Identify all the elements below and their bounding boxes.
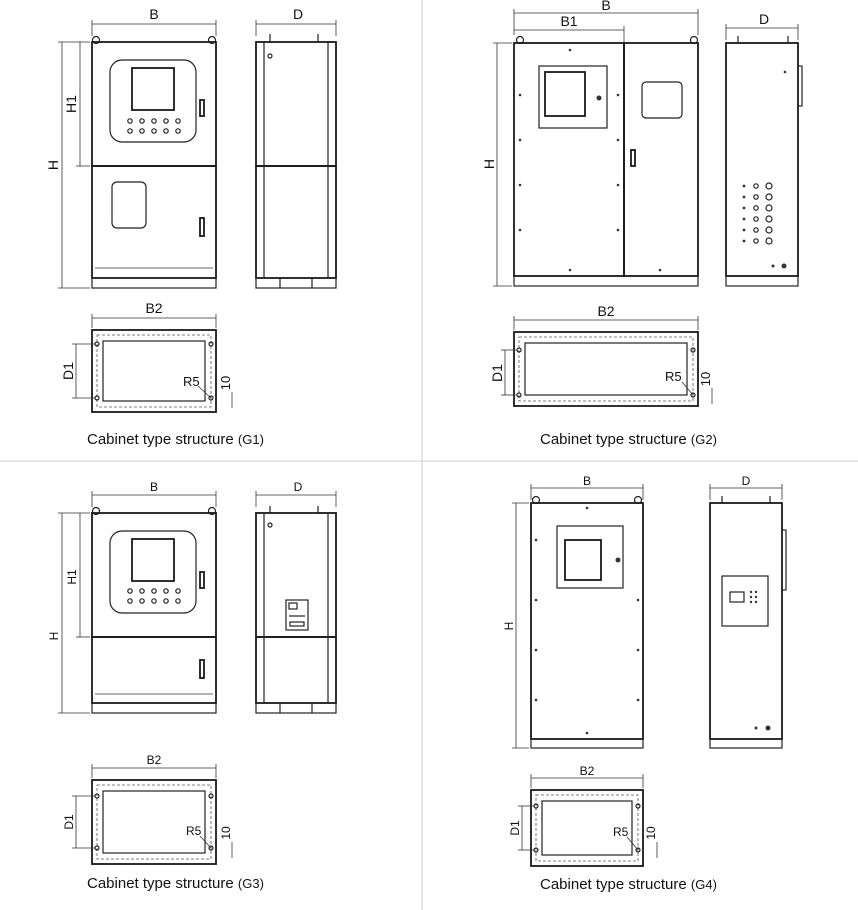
g4-front-view (530, 495, 644, 749)
g3-label-10: 10 (219, 826, 233, 840)
g1-dim-b: B (91, 6, 217, 36)
g3-base-plan: B2 D1 R5 10 (62, 753, 233, 865)
g1-label-h: H (45, 160, 61, 170)
g3-label-h1: H1 (65, 569, 79, 585)
g4-label-b2: B2 (580, 764, 595, 778)
g2-base-plan: B2 D1 R5 10 (489, 303, 713, 407)
g1-label-b2: B2 (145, 300, 162, 316)
g4-caption: Cabinet type structure (G4) (540, 876, 717, 893)
g2-label-d: D (759, 11, 769, 27)
g4-base-plan: B2 D1 R5 10 (508, 764, 658, 867)
g2-dim-b: B (513, 0, 699, 35)
g4-label-d1: D1 (508, 820, 522, 836)
g4-dim-h: H (502, 502, 529, 749)
g1-button-array (127, 118, 181, 134)
g1-label-b: B (149, 6, 158, 22)
g3-label-r5: R5 (186, 824, 202, 838)
g3-button-array (127, 588, 181, 604)
g1-caption: Cabinet type structure (G1) (87, 431, 264, 448)
g1-label-d: D (293, 6, 303, 22)
g1-label-d1: D1 (60, 362, 76, 380)
g1-base-plan: B2 D1 R5 10 (60, 300, 233, 413)
g1-front-view (91, 35, 217, 289)
g1-dim-h1: H1 (63, 42, 90, 167)
g4-label-10: 10 (644, 826, 658, 840)
g4-label-b: B (583, 474, 591, 488)
g3-dim-h1: H1 (65, 513, 90, 638)
g3-label-h: H (47, 632, 61, 641)
g4-side-view (709, 496, 787, 749)
g3-dim-b: B (91, 480, 217, 507)
panel-g3: B D H H1 B2 D1 (47, 480, 337, 892)
g4-label-d: D (742, 474, 751, 488)
g3-dim-d: D (255, 480, 337, 507)
g1-dim-h: H (45, 41, 90, 289)
g2-label-r5: R5 (665, 369, 682, 384)
g3-front-view (91, 506, 217, 714)
g2-side-view (725, 36, 803, 287)
g3-caption: Cabinet type structure (G3) (87, 875, 264, 892)
g3-dim-h: H (47, 512, 90, 714)
g2-label-d1: D1 (489, 364, 505, 382)
g4-dim-d: D (709, 474, 783, 500)
g1-dim-d: D (255, 6, 337, 36)
g1-label-h1: H1 (63, 95, 79, 113)
g3-side-view (255, 506, 337, 714)
g2-label-h: H (481, 159, 497, 169)
g2-dim-h: H (481, 42, 512, 287)
g2-indicator-grid (742, 182, 773, 245)
g3-side-control-box (285, 599, 309, 631)
g4-label-r5: R5 (613, 825, 629, 839)
g2-label-b2: B2 (597, 303, 614, 319)
g3-label-b2: B2 (147, 753, 162, 767)
g1-side-view (255, 34, 337, 289)
g2-front-view (513, 35, 699, 287)
g4-label-h: H (502, 622, 516, 631)
g2-label-b1: B1 (560, 13, 577, 29)
g4-dim-b: B (530, 474, 644, 500)
g1-label-r5: R5 (183, 374, 200, 389)
g3-label-d1: D1 (62, 814, 76, 830)
panel-g4: B D H B2 D1 R5 10 Ca (502, 474, 787, 893)
g3-label-b: B (150, 480, 158, 494)
panel-g2: B B1 D H B2 D1 (481, 0, 803, 448)
g2-dim-d: D (725, 11, 799, 40)
g4-side-control-box (721, 575, 769, 627)
g2-dim-b1: B1 (514, 13, 625, 42)
g3-label-d: D (294, 480, 303, 494)
g2-caption: Cabinet type structure (G2) (540, 431, 717, 448)
g1-label-10: 10 (218, 376, 233, 390)
g2-label-10: 10 (698, 372, 713, 386)
g2-label-b: B (601, 0, 610, 13)
panel-g1: B D H H1 B2 D1 (45, 6, 337, 448)
